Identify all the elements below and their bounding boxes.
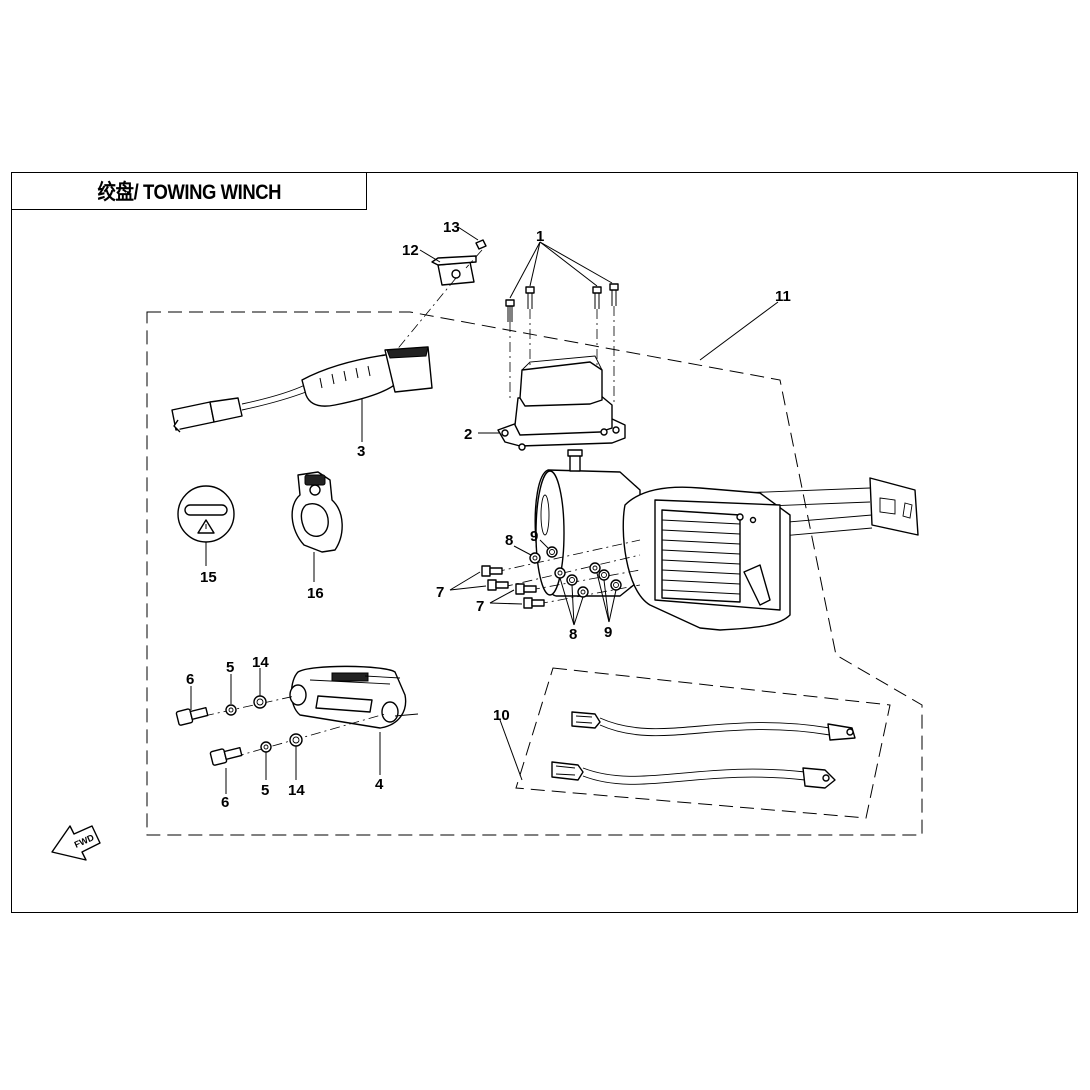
label-15: 15 bbox=[200, 569, 217, 586]
label-6a: 6 bbox=[186, 671, 194, 688]
part-1-bolts bbox=[505, 283, 619, 405]
part-11-winch bbox=[534, 449, 919, 631]
label-1: 1 bbox=[536, 228, 544, 245]
diagram-frame bbox=[11, 172, 1078, 913]
label-6b: 6 bbox=[221, 794, 229, 811]
part-5-washers bbox=[225, 704, 272, 753]
label-16: 16 bbox=[307, 585, 324, 602]
part-9-washers bbox=[546, 546, 622, 591]
label-9b: 9 bbox=[604, 624, 612, 641]
label-7b: 7 bbox=[476, 598, 484, 615]
title-box: 绞盘/ TOWING WINCH bbox=[11, 172, 367, 210]
part-2-contactor bbox=[497, 355, 626, 451]
label-8a: 8 bbox=[505, 532, 513, 549]
page-title: 绞盘/ TOWING WINCH bbox=[97, 181, 281, 204]
label-13: 13 bbox=[443, 219, 460, 236]
label-2: 2 bbox=[464, 426, 472, 443]
part-3-remote bbox=[171, 346, 433, 433]
cable-group-boundary bbox=[515, 667, 891, 819]
part-15-warning-label bbox=[177, 485, 235, 543]
label-10: 10 bbox=[493, 707, 510, 724]
label-14b: 14 bbox=[288, 782, 305, 799]
assembly-boundary bbox=[146, 311, 923, 836]
part-7-bolts bbox=[481, 565, 545, 609]
label-7a: 7 bbox=[436, 584, 444, 601]
label-4: 4 bbox=[375, 776, 384, 793]
part-12-bracket bbox=[431, 255, 477, 286]
label-12: 12 bbox=[402, 242, 419, 259]
label-5b: 5 bbox=[261, 782, 269, 799]
label-8b: 8 bbox=[569, 626, 577, 643]
part-6-bolts bbox=[175, 706, 243, 766]
part-13-screw bbox=[475, 239, 487, 250]
fwd-arrow-icon: FWD bbox=[51, 825, 101, 861]
label-5a: 5 bbox=[226, 659, 234, 676]
part-4-fairlead bbox=[289, 665, 419, 729]
part-8-nuts bbox=[529, 552, 601, 598]
part-10-cables bbox=[551, 711, 856, 789]
label-3: 3 bbox=[357, 443, 365, 460]
label-11: 11 bbox=[775, 288, 791, 305]
label-14a: 14 bbox=[252, 654, 269, 671]
part-16-hook bbox=[291, 471, 343, 553]
label-9a: 9 bbox=[530, 528, 538, 545]
